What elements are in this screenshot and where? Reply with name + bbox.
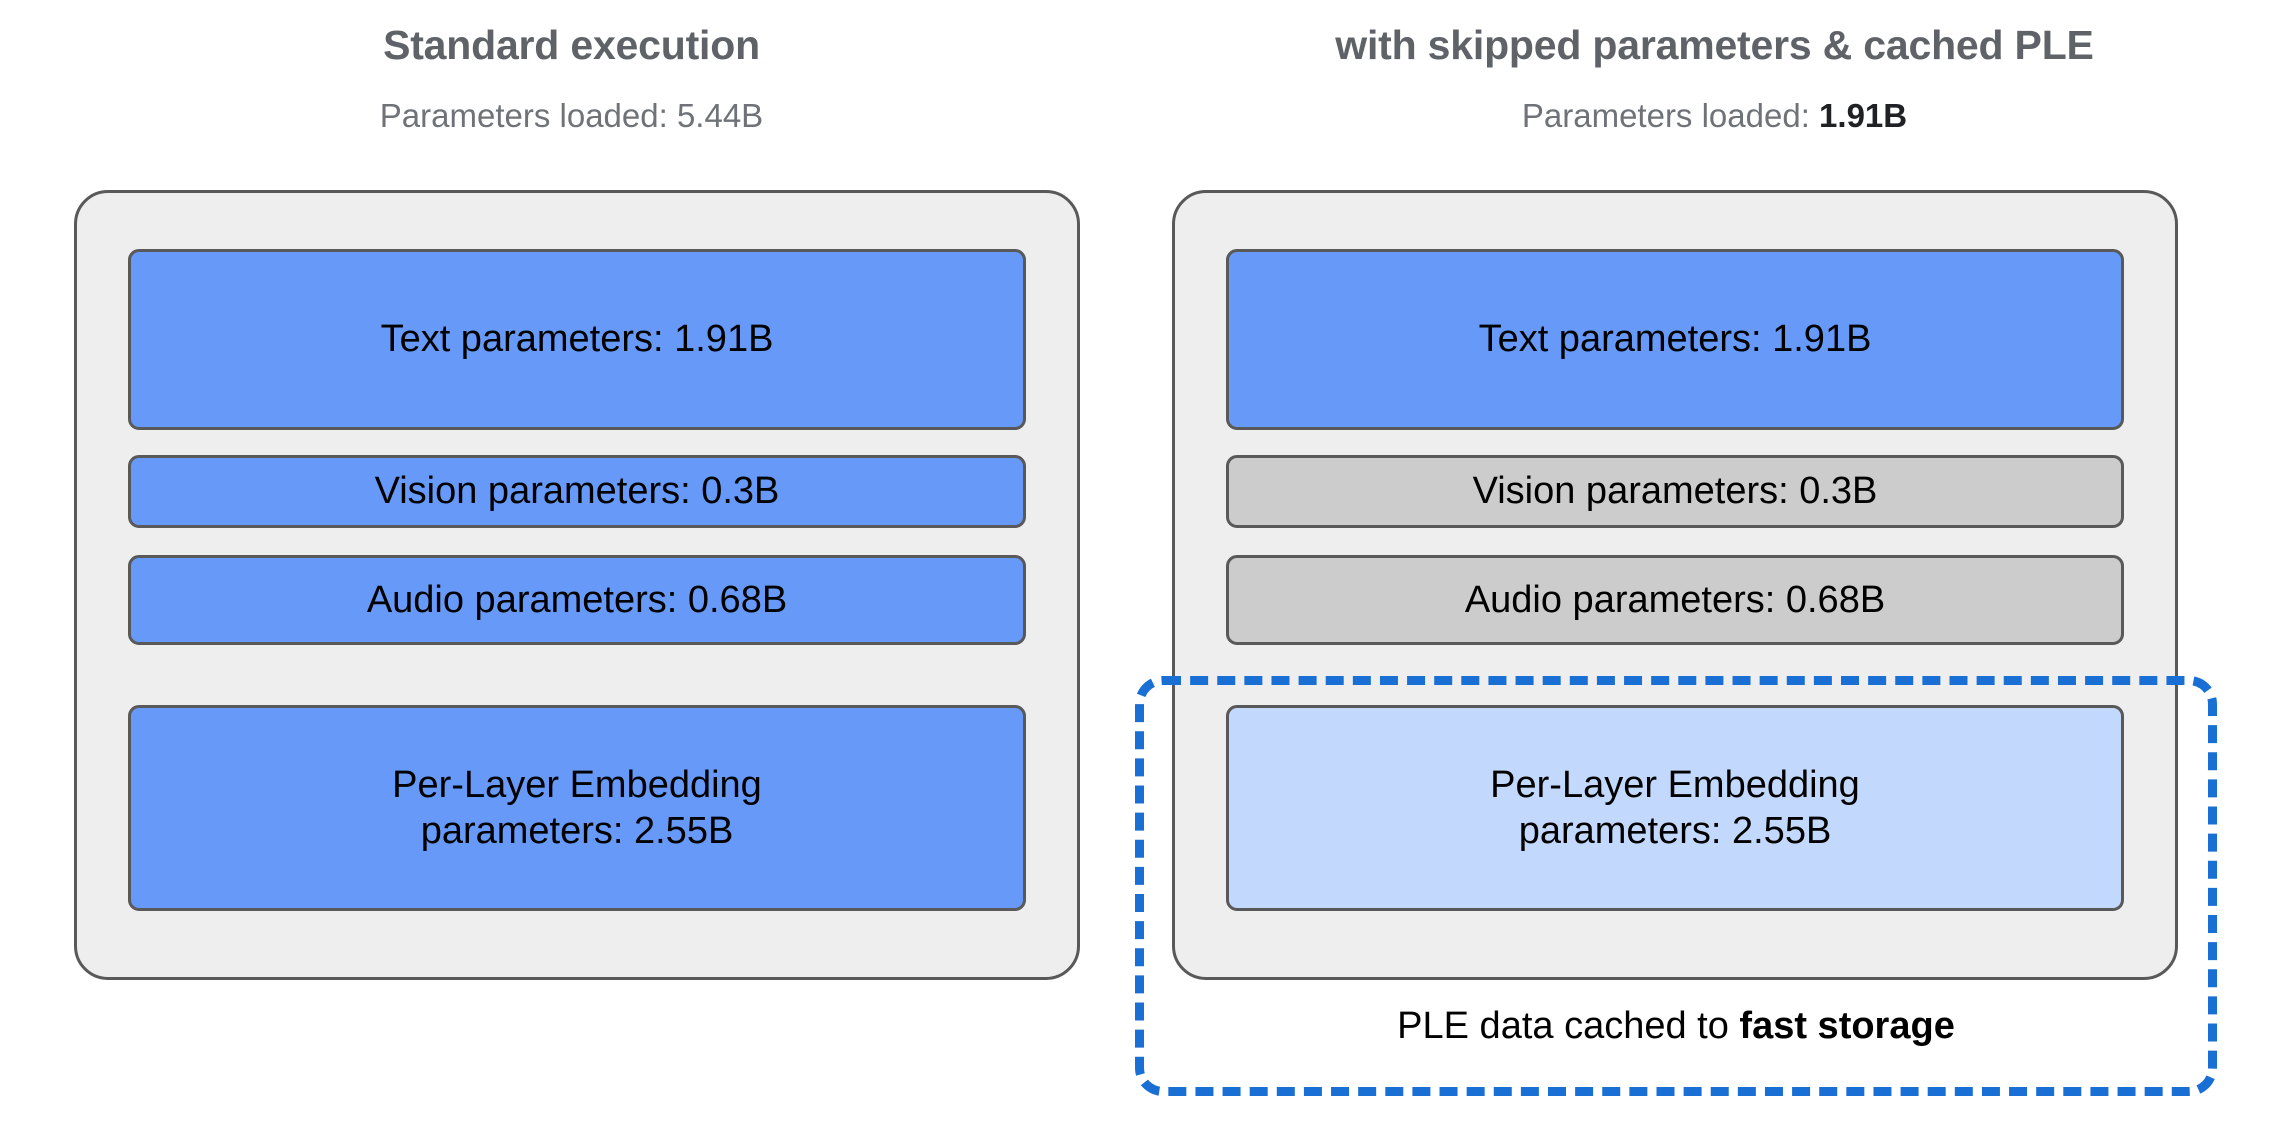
right-subtitle-value: 1.91B: [1819, 97, 1908, 134]
left-block-ple-parameters: Per-Layer Embedding parameters: 2.55B: [128, 705, 1026, 911]
right-block-text-parameters: Text parameters: 1.91B: [1226, 249, 2124, 430]
left-parameter-container: Text parameters: 1.91B Vision parameters…: [74, 190, 1080, 980]
cache-caption-emphasis: fast storage: [1739, 1005, 1955, 1047]
right-block-ple-parameters: Per-Layer Embedding parameters: 2.55B: [1226, 705, 2124, 911]
left-ple-label: Per-Layer Embedding parameters: 2.55B: [392, 762, 762, 855]
left-ple-label-line2: parameters: 2.55B: [420, 810, 734, 852]
left-subtitle-value: 5.44B: [676, 97, 764, 134]
right-block-vision-parameters: Vision parameters: 0.3B: [1226, 455, 2124, 528]
left-block-audio-parameters: Audio parameters: 0.68B: [128, 555, 1026, 645]
left-subtitle-prefix: Parameters loaded:: [379, 97, 677, 134]
column-skipped-and-cached: with skipped parameters & cached PLE Par…: [1143, 0, 2286, 1134]
right-ple-label-line2: parameters: 2.55B: [1518, 810, 1832, 852]
cache-highlight-caption: PLE data cached to fast storage: [1135, 1005, 2217, 1048]
left-ple-label-line1: Per-Layer Embedding: [392, 763, 762, 806]
left-block-text-parameters: Text parameters: 1.91B: [128, 249, 1026, 430]
right-parameter-container: Text parameters: 1.91B Vision parameters…: [1172, 190, 2178, 980]
right-ple-label: Per-Layer Embedding parameters: 2.55B: [1490, 762, 1860, 855]
left-panel-subtitle: Parameters loaded: 5.44B: [0, 97, 1143, 135]
right-panel-subtitle: Parameters loaded: 1.91B: [1143, 97, 2286, 135]
right-ple-label-line1: Per-Layer Embedding: [1490, 763, 1860, 806]
left-panel-title: Standard execution: [383, 22, 760, 68]
column-standard-execution: Standard execution Parameters loaded: 5.…: [0, 22, 1143, 980]
right-subtitle-prefix: Parameters loaded:: [1521, 97, 1820, 134]
cache-caption-prefix: PLE data cached to: [1397, 1005, 1740, 1047]
right-panel-title: with skipped parameters & cached PLE: [1335, 22, 2094, 68]
right-block-audio-parameters: Audio parameters: 0.68B: [1226, 555, 2124, 645]
left-block-vision-parameters: Vision parameters: 0.3B: [128, 455, 1026, 528]
